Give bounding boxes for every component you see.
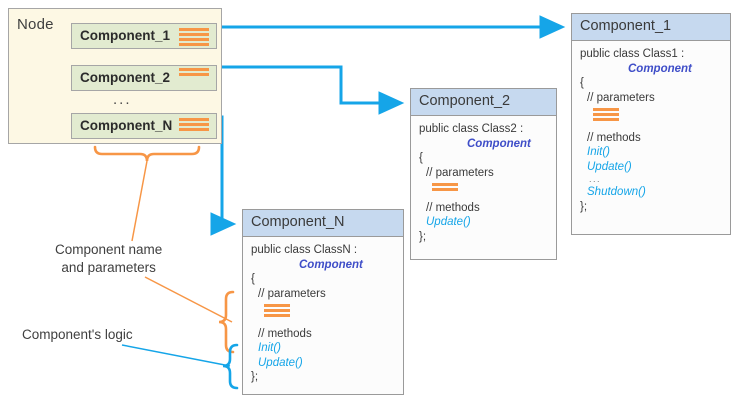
parameter-bars-icon — [580, 108, 619, 121]
method-item: Update() — [587, 160, 632, 173]
card-header: Component_2 — [411, 89, 556, 116]
node-title: Node — [17, 16, 54, 33]
base-class: Component — [467, 137, 531, 150]
parameter-bars-icon — [179, 28, 209, 48]
leader-logic — [121, 343, 239, 390]
card-header: Component_1 — [572, 14, 730, 41]
node-parameters-brace — [93, 145, 201, 242]
parameters-comment: // parameters — [587, 91, 655, 104]
base-class: Component — [299, 258, 363, 271]
node-component-chip-n[interactable]: Component_N — [71, 113, 217, 139]
method-item: Init() — [258, 342, 281, 354]
card-component-2[interactable]: Component_2 public class Class2 : Compon… — [410, 88, 557, 260]
node-container: Node Component_1 Component_2 ... Compone… — [8, 8, 222, 144]
annotation-component-name-and-parameters: Component name and parameters — [55, 242, 163, 275]
card-body: public class Class1 : Component { // par… — [572, 41, 730, 219]
card-component-1[interactable]: Component_1 public class Class1 : Compon… — [571, 13, 731, 235]
open-brace: { — [419, 152, 423, 164]
card-title: Component_2 — [419, 93, 511, 109]
parameter-bars-icon — [179, 68, 209, 78]
chip-label: Component_2 — [80, 70, 171, 85]
node-ellipsis: ... — [113, 91, 132, 108]
class-declaration: public class Class2 : — [419, 123, 524, 135]
connector-component2 — [206, 63, 405, 115]
parameter-bars-icon — [419, 183, 458, 191]
close-brace: }; — [580, 200, 588, 213]
base-class: Component — [628, 62, 692, 75]
parameters-comment: // parameters — [258, 287, 326, 300]
connector-component1 — [206, 15, 566, 39]
methods-comment: // methods — [426, 201, 480, 214]
method-item: Update() — [426, 216, 471, 228]
card-title: Component_1 — [580, 18, 672, 34]
card-body: public class Class2 : Component { // par… — [411, 116, 556, 249]
card-body: public class ClassN : Component { // par… — [243, 237, 403, 390]
chip-label: Component_N — [80, 118, 173, 133]
open-brace: { — [580, 77, 584, 89]
methods-comment: // methods — [258, 327, 312, 340]
parameter-bars-icon — [251, 304, 290, 317]
class-declaration: public class ClassN : — [251, 244, 358, 256]
card-header: Component_N — [243, 210, 403, 237]
method-item: Init() — [587, 146, 610, 158]
method-item: Shutdown() — [587, 186, 646, 198]
parameter-bars-icon — [179, 118, 209, 133]
open-brace: { — [251, 273, 255, 285]
card-title: Component_N — [251, 214, 345, 230]
card-component-n[interactable]: Component_N public class ClassN : Compon… — [242, 209, 404, 395]
methods-ellipsis: ... — [589, 174, 602, 184]
node-component-chip-2[interactable]: Component_2 — [71, 65, 217, 91]
close-brace: }; — [419, 230, 427, 243]
leader-parameters — [144, 276, 235, 354]
method-item: Update() — [258, 356, 303, 369]
node-component-chip-1[interactable]: Component_1 — [71, 23, 217, 49]
parameters-comment: // parameters — [426, 166, 494, 179]
close-brace: }; — [251, 371, 259, 383]
annotation-components-logic: Component's logic — [22, 327, 133, 342]
methods-comment: // methods — [587, 131, 641, 144]
chip-label: Component_1 — [80, 28, 171, 43]
class-declaration: public class Class1 : — [580, 48, 685, 60]
